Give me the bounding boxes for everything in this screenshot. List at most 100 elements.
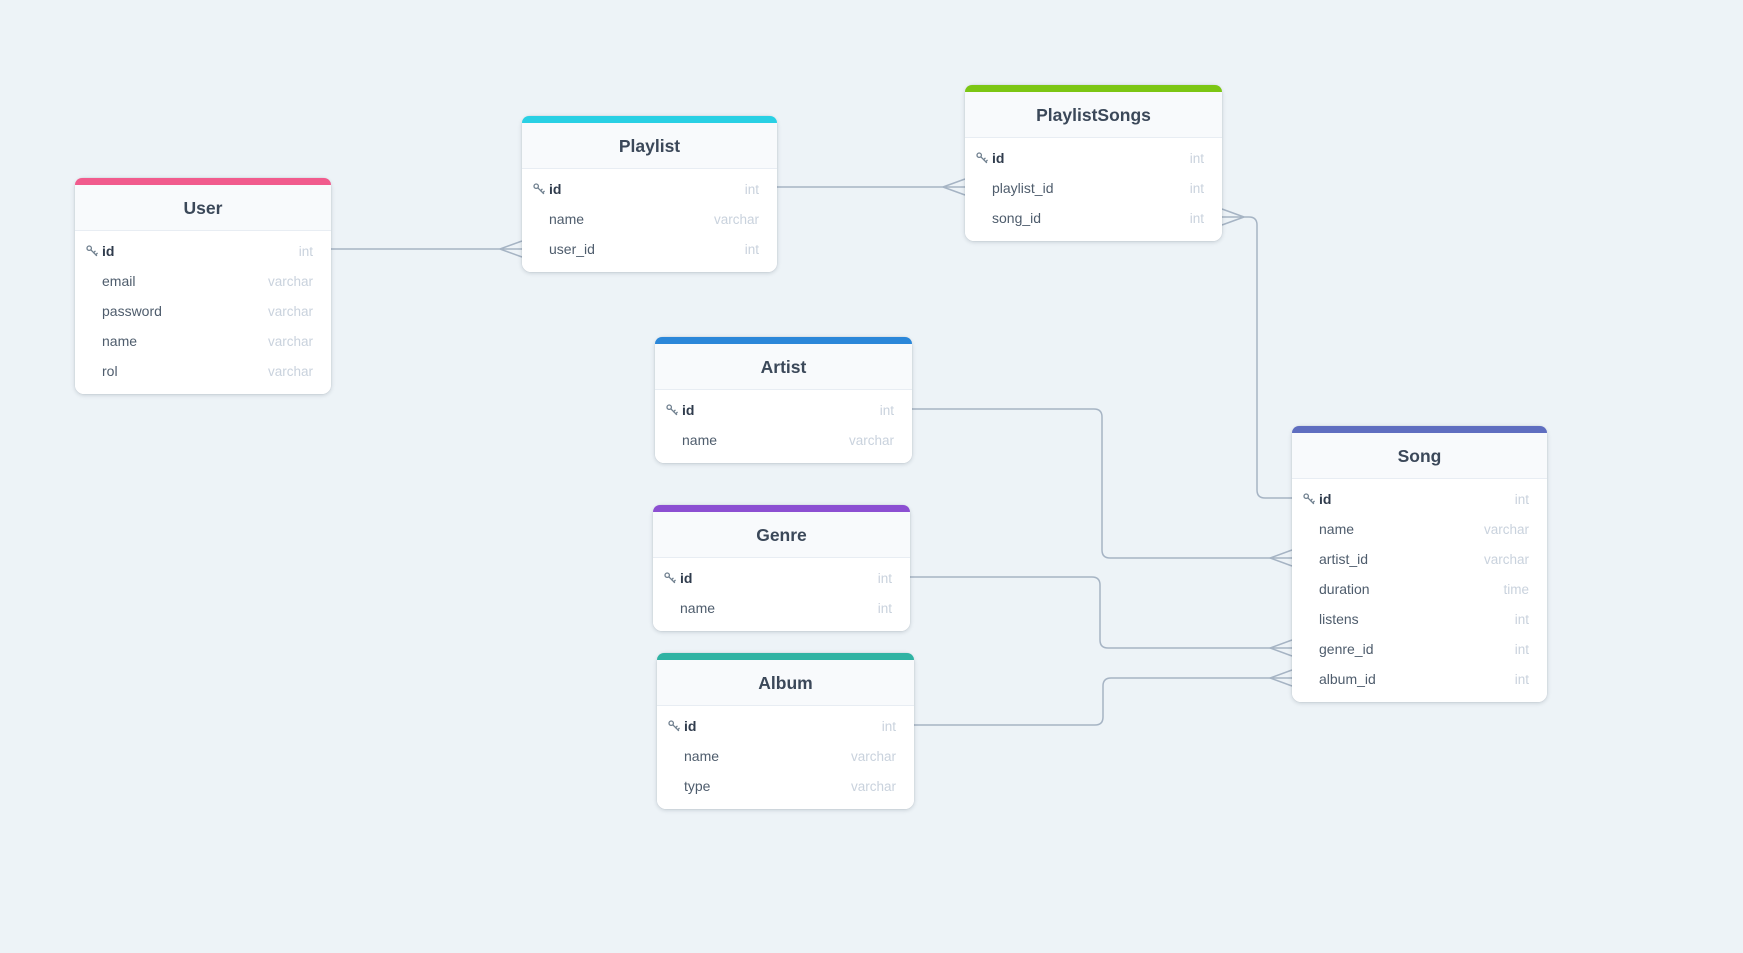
entity-accent-bar [655,337,912,344]
field-type: varchar [267,363,313,379]
field-row[interactable]: type varchar [657,771,914,801]
entity-title: Playlist [522,123,777,169]
primary-key-icon [1302,492,1319,506]
field-type: int [877,570,892,586]
entity-accent-bar [965,85,1222,92]
entity-title: Album [657,660,914,706]
field-row[interactable]: genre_id int [1292,634,1547,664]
crow-foot-song-artist-id [1269,549,1293,567]
primary-key-icon [532,182,549,196]
field-row[interactable]: name varchar [655,425,912,455]
field-name: id [680,570,693,586]
entity-playlist[interactable]: Playlist id int name varchar user_id int [522,116,777,272]
field-name: song_id [992,210,1042,226]
field-row[interactable]: user_id int [522,234,777,264]
crow-foot-playlist-user-id [499,240,523,258]
field-row[interactable]: id int [965,143,1222,173]
field-name: listens [1319,611,1359,627]
field-row[interactable]: duration time [1292,574,1547,604]
entity-title: PlaylistSongs [965,92,1222,138]
entity-accent-bar [653,505,910,512]
field-row[interactable]: id int [1292,484,1547,514]
relationship-song-playlistsongs[interactable] [1221,208,1292,499]
field-name: id [684,718,697,734]
field-type: int [1189,210,1204,226]
field-name: rol [102,363,118,379]
field-row[interactable]: name varchar [522,204,777,234]
field-type: int [1514,641,1529,657]
entity-accent-bar [75,178,331,185]
field-type: varchar [1483,551,1529,567]
field-row[interactable]: id int [653,563,910,593]
entity-genre[interactable]: Genre id int name int [653,505,910,631]
field-row[interactable]: name varchar [657,741,914,771]
field-name: id [992,150,1005,166]
relationship-playlist-playlistsongs[interactable] [777,178,966,196]
entity-title: Artist [655,344,912,390]
primary-key-icon [665,403,682,417]
field-row[interactable]: password varchar [75,296,331,326]
field-name: duration [1319,581,1370,597]
field-type: varchar [713,211,759,227]
field-name: album_id [1319,671,1376,687]
entity-title: Song [1292,433,1547,479]
field-type: int [1514,671,1529,687]
field-name: name [682,432,718,448]
entity-song[interactable]: Song id int name varchar artist_id varch… [1292,426,1547,702]
field-name: name [102,333,138,349]
field-row[interactable]: name varchar [75,326,331,356]
field-name: name [680,600,716,616]
relationship-genre-song[interactable] [910,576,1293,657]
field-name: genre_id [1319,641,1374,657]
crow-foot-playlistsongs-playlist-id [942,178,966,196]
field-type: int [298,243,313,259]
field-name: id [102,243,115,259]
field-type: varchar [267,303,313,319]
field-name: name [684,748,720,764]
field-name: name [1319,521,1355,537]
field-type: int [744,181,759,197]
field-type: varchar [850,748,896,764]
field-row[interactable]: song_id int [965,203,1222,233]
field-row[interactable]: artist_id varchar [1292,544,1547,574]
field-type: varchar [848,432,894,448]
entity-accent-bar [657,653,914,660]
field-row[interactable]: playlist_id int [965,173,1222,203]
entity-user[interactable]: User id int email varchar password varch… [75,178,331,394]
field-type: varchar [850,778,896,794]
entity-title: User [75,185,331,231]
field-row[interactable]: name int [653,593,910,623]
entity-accent-bar [1292,426,1547,433]
relationship-user-playlist[interactable] [331,240,523,258]
field-row[interactable]: id int [522,174,777,204]
entity-title: Genre [653,512,910,558]
relationship-album-song[interactable] [914,669,1293,726]
relationship-artist-song[interactable] [912,408,1293,567]
entity-album[interactable]: Album id int name varchar type varchar [657,653,914,809]
field-row[interactable]: listens int [1292,604,1547,634]
entity-artist[interactable]: Artist id int name varchar [655,337,912,463]
entity-playlistsongs[interactable]: PlaylistSongs id int playlist_id int son… [965,85,1222,241]
primary-key-icon [663,571,680,585]
field-name: user_id [549,241,595,257]
entity-accent-bar [522,116,777,123]
field-row[interactable]: email varchar [75,266,331,296]
field-row[interactable]: name varchar [1292,514,1547,544]
field-type: varchar [267,333,313,349]
field-type: int [879,402,894,418]
crow-foot-playlistsongs-song-id [1221,208,1245,226]
crow-foot-song-album-id [1269,669,1293,687]
field-row[interactable]: id int [657,711,914,741]
primary-key-icon [85,244,102,258]
crow-foot-song-genre-id [1269,639,1293,657]
field-type: int [744,241,759,257]
field-row[interactable]: album_id int [1292,664,1547,694]
field-type: varchar [267,273,313,289]
field-row[interactable]: id int [75,236,331,266]
field-row[interactable]: id int [655,395,912,425]
field-name: email [102,273,136,289]
field-name: name [549,211,585,227]
field-row[interactable]: rol varchar [75,356,331,386]
